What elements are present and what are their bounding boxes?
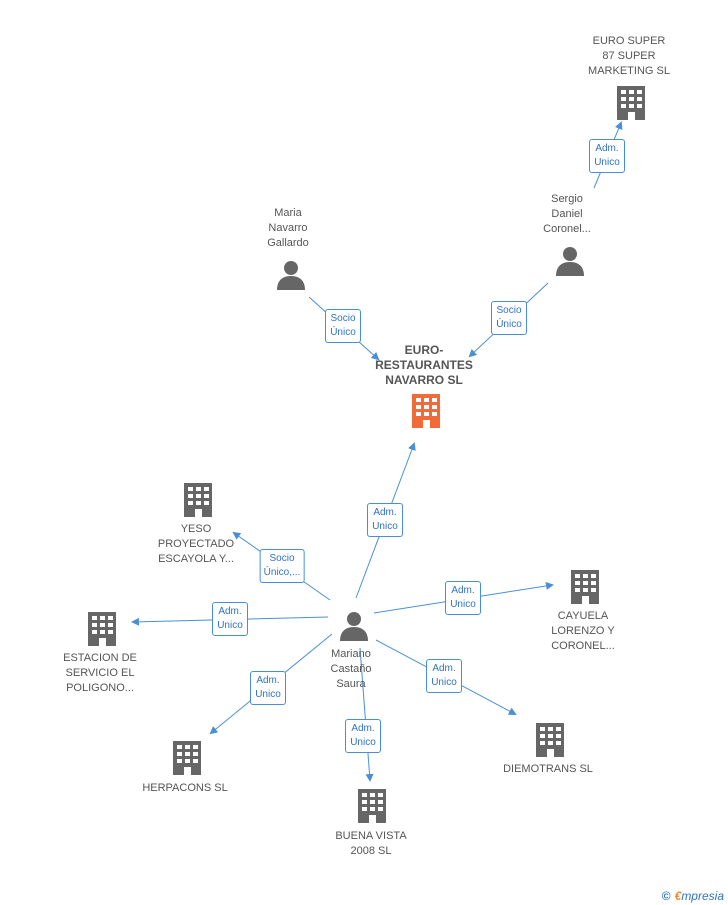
brand-logo-text: mpresia (681, 889, 724, 903)
edge-badge-mariano-diemotrans[interactable]: Adm. Unico (426, 659, 462, 693)
copyright-symbol: © (661, 889, 671, 903)
node-label-diemotrans[interactable]: DIEMOTRANS SL (503, 763, 593, 775)
node-label-estacion[interactable]: ESTACION DE SERVICIO EL POLIGONO... (63, 652, 137, 694)
brand-logo-initial: € (674, 889, 682, 903)
edge-badge-mariano-buena-vista[interactable]: Adm. Unico (345, 719, 381, 753)
node-label-sergio[interactable]: Sergio Daniel Coronel... (543, 193, 591, 235)
node-label-herpacons[interactable]: HERPACONS SL (142, 782, 228, 794)
node-label-buena-vista[interactable]: BUENA VISTA 2008 SL (335, 830, 407, 857)
edge-badge-mariano-main[interactable]: Adm. Unico (367, 503, 403, 537)
node-label-euro-super[interactable]: EURO SUPER 87 SUPER MARKETING SL (588, 35, 670, 77)
person-icon (277, 261, 305, 290)
building-icon (88, 612, 116, 646)
building-icon (412, 394, 440, 428)
edge-badge-sergio-euro[interactable]: Adm. Unico (589, 139, 625, 173)
building-icon (617, 86, 645, 120)
edge-badge-sergio-main[interactable]: Socio Único (491, 301, 527, 335)
building-icon (536, 723, 564, 757)
edge-badge-mariano-yeso[interactable]: Socio Único,... (259, 549, 305, 583)
person-icon (556, 247, 584, 276)
person-icon (340, 612, 368, 641)
building-icon (358, 789, 386, 823)
node-label-cayuela[interactable]: CAYUELA LORENZO Y CORONEL... (551, 610, 615, 652)
edge-badge-maria-main[interactable]: Socio Único (325, 309, 361, 343)
edge-badge-mariano-herpacons[interactable]: Adm. Unico (250, 671, 286, 705)
edge-mariano-buena-vista (359, 647, 374, 782)
building-icon (184, 483, 212, 517)
node-label-yeso[interactable]: YESO PROYECTADO ESCAYOLA Y... (157, 523, 235, 565)
node-label-main[interactable]: EURO- RESTAURANTES NAVARRO SL (375, 343, 473, 387)
node-label-mariano[interactable]: Mariano Castaño Saura (330, 648, 372, 690)
building-icon (571, 570, 599, 604)
node-label-maria[interactable]: Maria Navarro Gallardo (267, 207, 309, 249)
building-icon (173, 741, 201, 775)
footer-brand: ©€mpresia (662, 889, 724, 903)
edge-badge-mariano-cayuela[interactable]: Adm. Unico (445, 581, 481, 615)
edge-badge-mariano-estacion[interactable]: Adm. Unico (212, 602, 248, 636)
